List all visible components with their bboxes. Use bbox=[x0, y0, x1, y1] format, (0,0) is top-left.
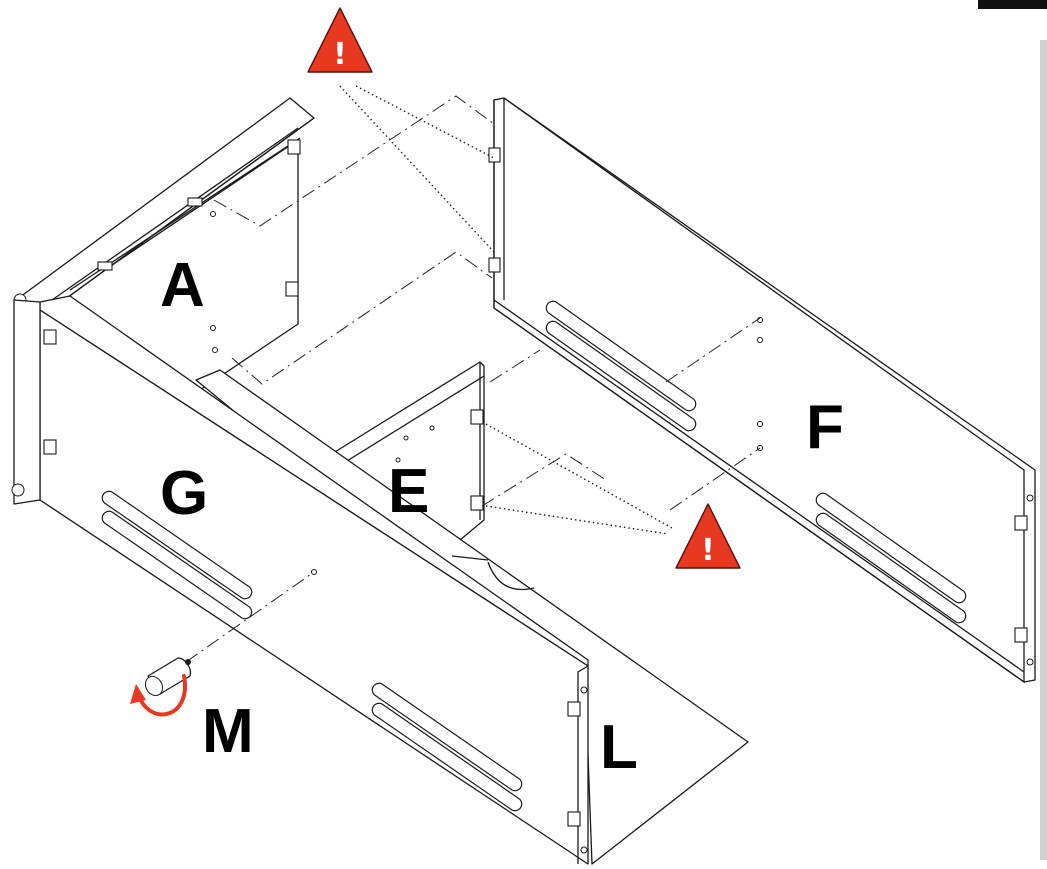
label-e: E bbox=[388, 457, 429, 526]
panel-f-bracket bbox=[1014, 627, 1028, 643]
panel-g-slot bbox=[371, 682, 523, 792]
panel-e-bracket bbox=[470, 495, 484, 511]
panel-f-slot bbox=[815, 492, 967, 604]
panel-g-bracket bbox=[567, 701, 581, 717]
assembly-lines bbox=[185, 95, 761, 663]
label-m: M bbox=[202, 697, 254, 766]
panel-f-bracket bbox=[1014, 515, 1028, 531]
warning-triangle-icon: ! bbox=[675, 503, 741, 569]
panel-f-bracket bbox=[488, 257, 501, 273]
panel-g-slot bbox=[371, 702, 523, 812]
panel-f bbox=[488, 97, 1036, 684]
panel-f-slot bbox=[545, 320, 697, 432]
panel-g-bracket bbox=[567, 811, 581, 827]
panel-f-bracket bbox=[488, 147, 501, 163]
rotate-arrow-head bbox=[130, 684, 146, 704]
warning-lines bbox=[339, 85, 673, 535]
rotate-arrow-icon bbox=[136, 674, 187, 717]
panel-g-bracket bbox=[43, 329, 57, 345]
label-a: A bbox=[160, 251, 205, 320]
panel-f-slot bbox=[545, 300, 697, 412]
label-f: F bbox=[806, 393, 844, 462]
warning-triangle-icon: ! bbox=[307, 7, 373, 73]
panel-g-slot bbox=[101, 490, 253, 600]
scrollbar[interactable] bbox=[1040, 40, 1047, 860]
panel-f-slot bbox=[815, 512, 967, 624]
panel-g bbox=[11, 295, 589, 865]
warning-symbol: ! bbox=[333, 37, 347, 72]
corner-bar bbox=[978, 0, 1047, 9]
label-g: G bbox=[160, 459, 208, 528]
part-m-glide bbox=[130, 657, 192, 717]
panel-a bbox=[13, 97, 315, 391]
label-l: L bbox=[600, 713, 638, 782]
panel-e-bracket bbox=[470, 409, 484, 425]
warning-symbol: ! bbox=[701, 533, 715, 568]
panel-g-bracket bbox=[43, 439, 57, 455]
panel-g-slot bbox=[101, 510, 253, 620]
